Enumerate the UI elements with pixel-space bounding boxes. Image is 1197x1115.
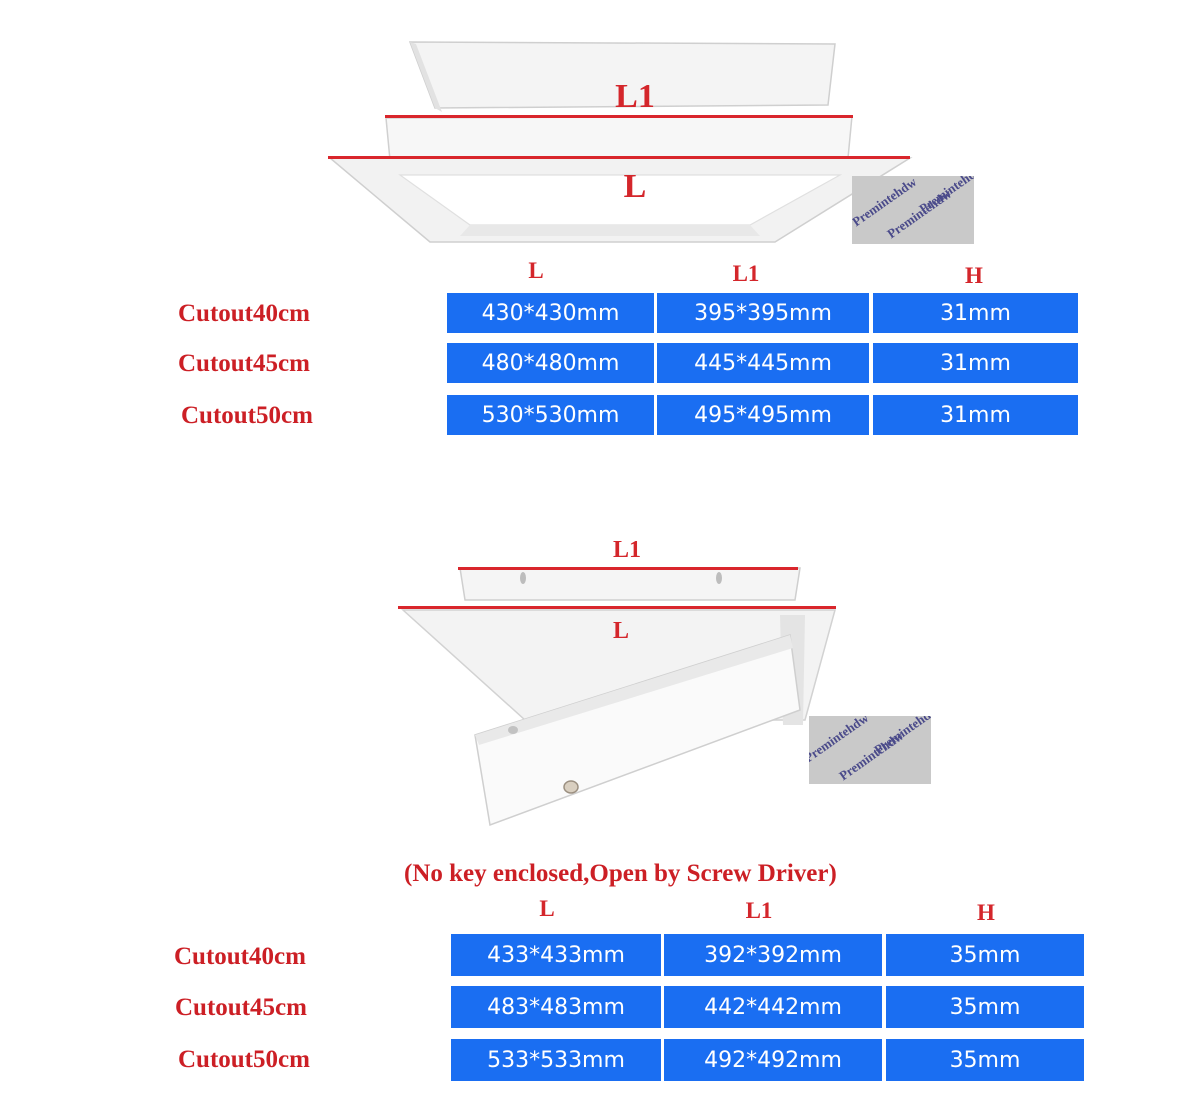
watermark-text: Premintehdw: [871, 716, 931, 758]
l1-dimension-line: [385, 115, 853, 118]
table-cell: 392*392mm: [664, 934, 882, 976]
watermark-stamp: Premintehdw Premintehdw Premintehdw: [809, 716, 931, 784]
table-cell: 31mm: [873, 395, 1078, 435]
table-cell: 445*445mm: [657, 343, 869, 383]
table-cell: 395*395mm: [657, 293, 869, 333]
l1-dimension-line-2: [458, 567, 798, 570]
column-header-l: L: [528, 258, 544, 283]
access-panel-illustration-2: [401, 567, 836, 827]
row-label-cutout40: Cutout40cm: [178, 300, 310, 327]
watermark-text: Premintehdw: [916, 176, 974, 217]
column-header-h: H: [977, 900, 995, 925]
l-dimension-line-2: [398, 606, 836, 609]
column-header-h: H: [965, 263, 983, 288]
table-cell: 530*530mm: [447, 395, 654, 435]
note-text: (No key enclosed,Open by Screw Driver): [404, 860, 837, 887]
l1-dimension-label-2: L1: [612, 537, 641, 563]
column-header-l1: L1: [745, 898, 773, 923]
table-cell: 35mm: [886, 1039, 1084, 1081]
table-cell: 442*442mm: [664, 986, 882, 1028]
table-cell: 483*483mm: [451, 986, 661, 1028]
l-dimension-line: [328, 156, 910, 159]
table-cell: 430*430mm: [447, 293, 654, 333]
l1-dimension-label: L1: [615, 78, 655, 115]
column-header-l: L: [539, 896, 555, 921]
table-cell: 31mm: [873, 293, 1078, 333]
table-cell: 31mm: [873, 343, 1078, 383]
column-header-l1: L1: [732, 261, 760, 286]
row-label-cutout50: Cutout50cm: [181, 402, 313, 429]
l-dimension-label-2: L: [612, 618, 629, 644]
row-label-cutout50: Cutout50cm: [178, 1046, 310, 1073]
watermark-stamp: Premintehdw Premintehdw Premintehdw: [852, 176, 974, 244]
table-cell: 492*492mm: [664, 1039, 882, 1081]
table-cell: 433*433mm: [451, 934, 661, 976]
l-dimension-label: L: [623, 168, 647, 205]
row-label-cutout45: Cutout45cm: [175, 994, 307, 1021]
table-cell: 480*480mm: [447, 343, 654, 383]
table-cell: 533*533mm: [451, 1039, 661, 1081]
table-cell: 495*495mm: [657, 395, 869, 435]
table-cell: 35mm: [886, 934, 1084, 976]
row-label-cutout40: Cutout40cm: [174, 943, 306, 970]
access-panel-illustration-1: [327, 41, 913, 243]
row-label-cutout45: Cutout45cm: [178, 350, 310, 377]
table-cell: 35mm: [886, 986, 1084, 1028]
